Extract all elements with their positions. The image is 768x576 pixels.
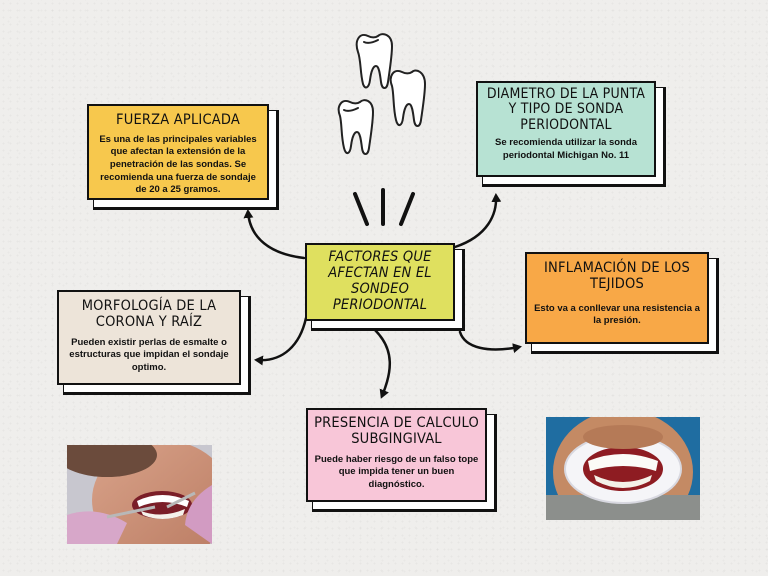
cheek-retractor-photo [546,417,700,520]
card-body: Se recomienda utilizar la sonda periodon… [494,137,638,161]
card-title: PRESENCIA DE CALCULO SUBGINGIVAL [314,415,479,447]
card-body: Puede haber riesgo de un falso tope que … [314,453,479,490]
card-body: Pueden existir perlas de esmalte o estru… [69,336,229,373]
card-body: Es una de las principales variables que … [99,133,257,196]
card-inflamacion-tejidos: INFLAMACIÓN DE LOS TEJIDOS Esto va a con… [525,252,709,344]
card-diametro-punta: DIAMETRO DE LA PUNTA Y TIPO DE SONDA PER… [476,81,656,177]
card-fuerza-aplicada: FUERZA APLICADA Es una de las principale… [87,104,269,200]
center-topic-title: FACTORES QUE AFECTAN EN EL SONDEO PERIOD… [328,249,432,313]
card-title: MORFOLOGÍA DE LA CORONA Y RAÍZ [81,298,217,330]
card-title: DIAMETRO DE LA PUNTA Y TIPO DE SONDA PER… [486,86,646,133]
card-morfologia-corona: MORFOLOGÍA DE LA CORONA Y RAÍZ Pueden ex… [57,290,241,385]
card-body: Esto va a conllevar una resistencia a la… [534,302,700,327]
dental-exam-photo [67,445,212,544]
teeth-icon [337,33,426,155]
center-topic-card: FACTORES QUE AFECTAN EN EL SONDEO PERIOD… [305,243,455,321]
emphasis-lines-icon [353,188,415,226]
card-calculo-subgingival: PRESENCIA DE CALCULO SUBGINGIVAL Puede h… [306,408,487,502]
card-title: INFLAMACIÓN DE LOS TEJIDOS [544,260,690,292]
card-title: FUERZA APLICADA [116,112,240,128]
